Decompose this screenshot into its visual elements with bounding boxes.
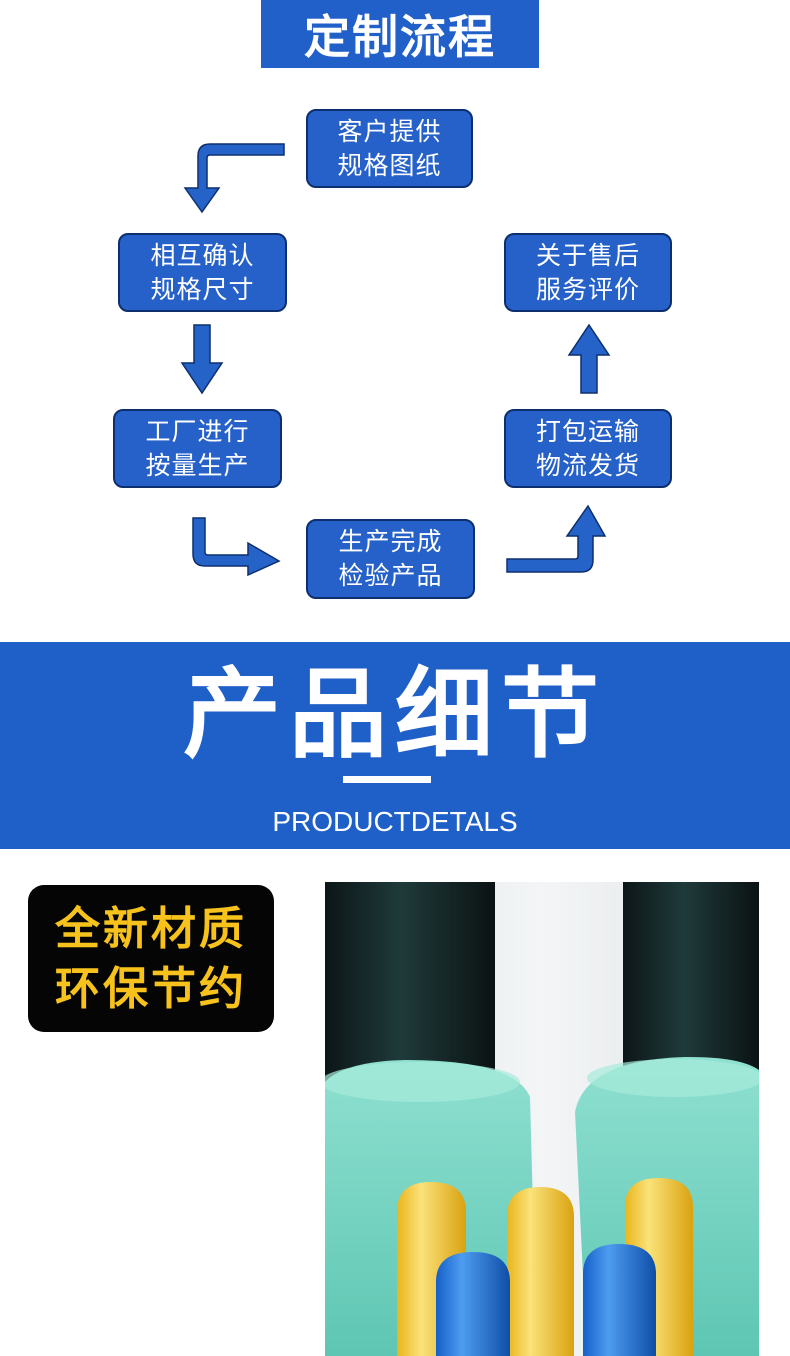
arrow-to-pack-icon xyxy=(506,504,607,573)
badge-line1: 全新材质 xyxy=(54,901,247,955)
step-after-sales: 关于售后 服务评价 xyxy=(504,233,672,312)
arrow-down-icon xyxy=(180,324,224,395)
step-label-line1: 工厂进行 xyxy=(145,416,250,446)
step-label-line2: 规格图纸 xyxy=(337,150,442,180)
step-label-line2: 按量生产 xyxy=(145,450,250,480)
step-label-line1: 客户提供 xyxy=(337,116,442,146)
details-banner xyxy=(0,642,790,849)
step-pack-ship: 打包运输 物流发货 xyxy=(504,409,672,488)
product-photo xyxy=(325,882,759,1356)
title-underline xyxy=(343,776,431,783)
step-label-line1: 生产完成 xyxy=(338,527,443,556)
badge-line2: 环保节约 xyxy=(54,961,247,1015)
step-label-line2: 物流发货 xyxy=(535,450,640,480)
arrow-to-confirm-icon xyxy=(183,143,285,214)
details-title: 产品细节 xyxy=(182,658,607,772)
arrow-to-inspect-icon xyxy=(192,517,281,577)
step-factory-production: 工厂进行 按量生产 xyxy=(113,409,282,488)
step-inspect-product: 生产完成 检验产品 xyxy=(306,519,475,599)
feature-badge: 全新材质 环保节约 xyxy=(28,885,274,1032)
step-label-line2: 规格尺寸 xyxy=(150,274,255,304)
step-label-line1: 相互确认 xyxy=(150,240,255,270)
step-label-line2: 检验产品 xyxy=(338,561,443,590)
step-label-line2: 服务评价 xyxy=(535,274,640,304)
step-label-line1: 打包运输 xyxy=(535,416,640,446)
step-label-line1: 关于售后 xyxy=(535,240,640,270)
step-provide-drawings: 客户提供 规格图纸 xyxy=(306,109,473,188)
details-subtitle: PRODUCTDETALS xyxy=(272,806,518,837)
process-title: 定制流程 xyxy=(261,0,539,68)
arrow-up-icon xyxy=(567,323,611,394)
step-confirm-size: 相互确认 规格尺寸 xyxy=(118,233,287,312)
